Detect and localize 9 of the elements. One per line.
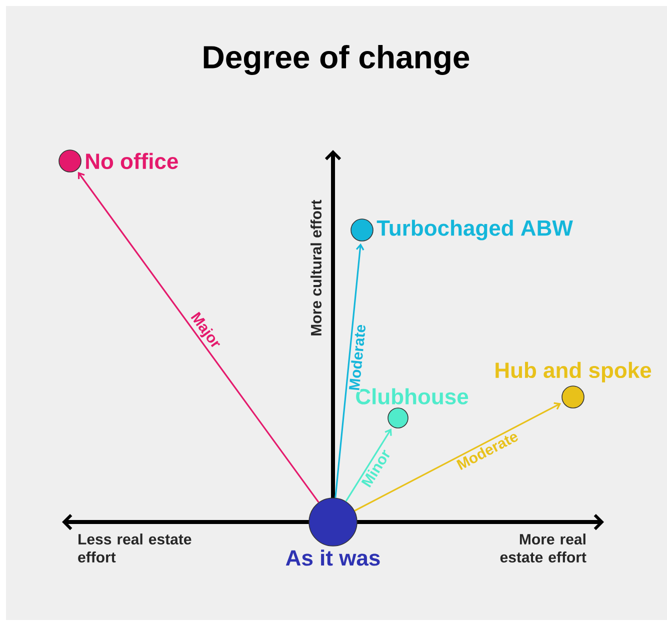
edge-label: Moderate	[348, 324, 366, 390]
axis-label: More real estate effort	[500, 534, 586, 563]
arrow	[345, 428, 392, 502]
arrow	[334, 243, 364, 498]
title: Degree of change	[204, 45, 470, 75]
axis-label: More cultural effort	[310, 200, 322, 336]
arrow	[78, 172, 320, 503]
arrow	[354, 402, 562, 512]
axis-label: Less real estate effort	[78, 534, 192, 563]
